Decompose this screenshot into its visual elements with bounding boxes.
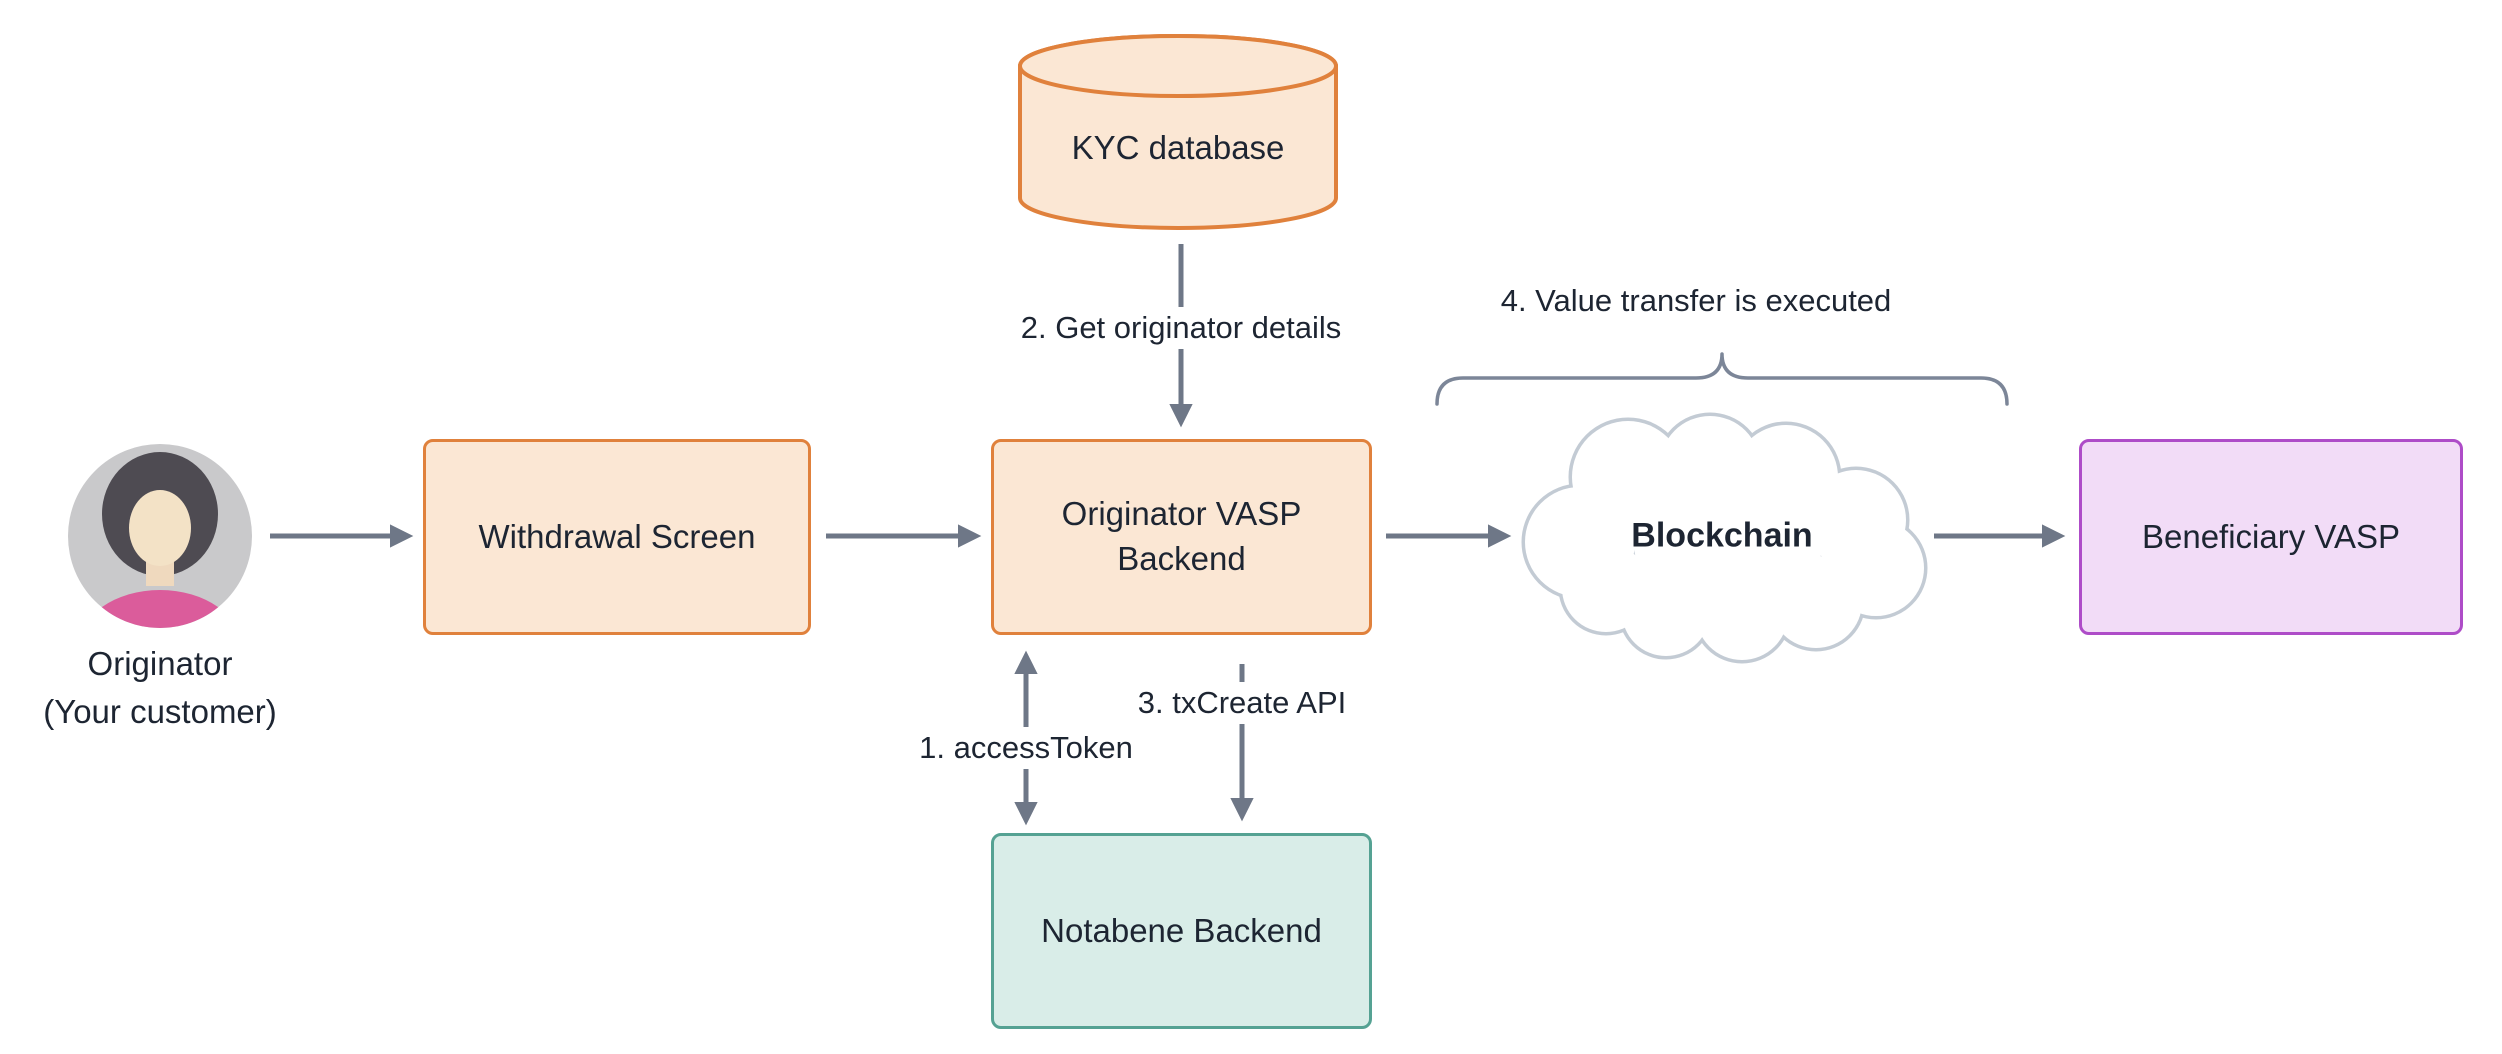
step1-label: 1. accessToken xyxy=(907,727,1145,769)
blockchain-cloud-icon xyxy=(1521,412,1928,664)
node-notabene-backend: Notabene Backend xyxy=(991,833,1372,1029)
value-transfer-brace xyxy=(1435,352,2009,406)
step3-label: 3. txCreate API xyxy=(1125,682,1359,724)
blockchain-label: Blockchain xyxy=(1631,516,1813,555)
node-originator-vasp-backend: Originator VASP Backend xyxy=(991,439,1372,635)
step4-label: 4. Value transfer is executed xyxy=(1500,283,1892,318)
originator-label-line1: Originator xyxy=(87,645,233,683)
originator-label: Originator (Your customer) xyxy=(43,640,277,736)
step2-label: 2. Get originator details xyxy=(1008,307,1354,349)
withdrawal-screen-label: Withdrawal Screen xyxy=(478,517,756,555)
node-beneficiary-vasp: Beneficiary VASP xyxy=(2079,439,2463,635)
originator-vasp-backend-label-line1: Originator VASP xyxy=(1061,495,1302,533)
beneficiary-vasp-label: Beneficiary VASP xyxy=(2141,517,2400,555)
kyc-database-label: KYC database xyxy=(1071,129,1285,166)
originator-vasp-backend-label-line2: Backend xyxy=(1117,540,1246,577)
kyc-database-cylinder-icon xyxy=(1018,34,1338,230)
originator-label-line2: (Your customer) xyxy=(43,693,277,730)
notabene-backend-label: Notabene Backend xyxy=(1041,911,1322,949)
node-withdrawal-screen: Withdrawal Screen xyxy=(423,439,811,635)
